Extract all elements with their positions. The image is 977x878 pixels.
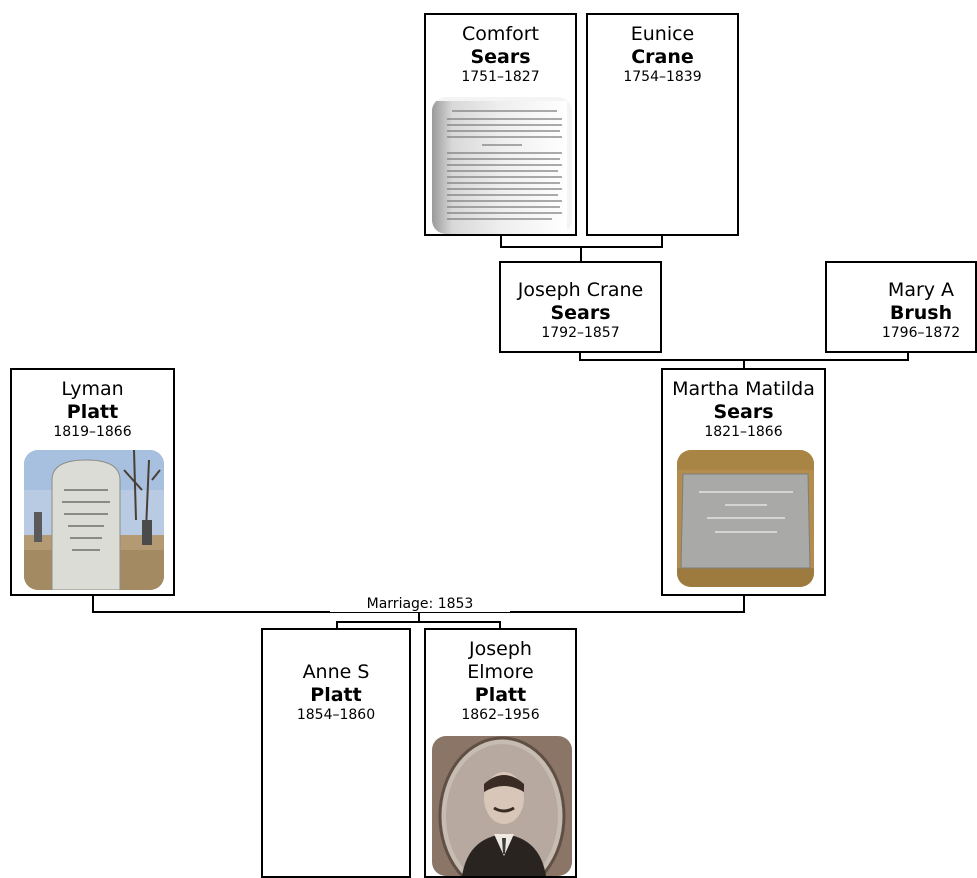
grave-marker-photo[interactable]	[677, 450, 814, 587]
surname: Sears	[470, 46, 531, 68]
given-name: Joseph Crane	[517, 279, 644, 301]
connector-line	[500, 235, 502, 248]
document-scan-image	[432, 97, 572, 234]
surname: Platt	[66, 401, 119, 423]
connector-line	[92, 595, 94, 613]
person-card-eunice-crane[interactable]: Eunice Crane 1754–1839	[586, 13, 739, 236]
connector-line	[336, 621, 338, 629]
connector-line	[336, 621, 501, 623]
marriage-label: Marriage: 1853	[330, 596, 510, 612]
life-dates: 1854–1860	[296, 707, 376, 723]
surname: Sears	[550, 302, 611, 324]
life-dates: 1862–1956	[461, 707, 540, 723]
given-name: Comfort	[462, 23, 539, 45]
surname: Platt	[310, 684, 362, 706]
life-dates: 1792–1857	[541, 325, 620, 341]
person-card-joseph-elmore-platt[interactable]: Joseph Elmore Platt 1862–1956	[424, 628, 577, 878]
connector-line	[580, 246, 582, 262]
connector-line	[743, 595, 745, 613]
portrait-photo[interactable]	[432, 736, 572, 876]
connector-line	[499, 621, 501, 629]
person-card-martha-sears[interactable]: Martha Matilda Sears 1821–1866	[661, 368, 826, 596]
connector-line	[907, 352, 909, 361]
given-name: Anne S	[302, 661, 370, 683]
given-name: Mary A	[887, 279, 955, 301]
given-name: Martha Matilda	[672, 378, 815, 400]
life-dates: 1796–1872	[881, 325, 961, 341]
connector-line	[743, 359, 745, 369]
given-name: Eunice	[630, 23, 695, 45]
surname: Brush	[889, 302, 953, 324]
life-dates: 1819–1866	[53, 424, 132, 440]
person-card-mary-brush[interactable]: Mary A Brush 1796–1872	[825, 261, 977, 353]
connector-line	[579, 352, 581, 361]
person-card-comfort-sears[interactable]: Comfort Sears 1751–1827	[424, 13, 577, 236]
given-name: Lyman	[61, 378, 124, 400]
life-dates: 1754–1839	[623, 69, 702, 85]
grave-marker-image	[677, 450, 814, 587]
person-card-lyman-platt[interactable]: Lyman Platt 1819–1866	[10, 368, 175, 596]
connector-line	[661, 235, 663, 248]
person-card-anne-platt[interactable]: Anne S Platt 1854–1860	[261, 628, 411, 878]
headstone-image	[24, 450, 164, 590]
given-name: Joseph Elmore	[467, 638, 534, 683]
document-photo[interactable]	[432, 97, 572, 234]
connector-line	[418, 611, 420, 623]
life-dates: 1751–1827	[461, 69, 540, 85]
portrait-image	[432, 736, 572, 876]
headstone-photo[interactable]	[24, 450, 164, 590]
surname: Sears	[713, 401, 774, 423]
surname: Platt	[474, 684, 527, 706]
person-card-joseph-crane-sears[interactable]: Joseph Crane Sears 1792–1857	[499, 261, 662, 353]
life-dates: 1821–1866	[704, 424, 783, 440]
surname: Crane	[631, 46, 694, 68]
